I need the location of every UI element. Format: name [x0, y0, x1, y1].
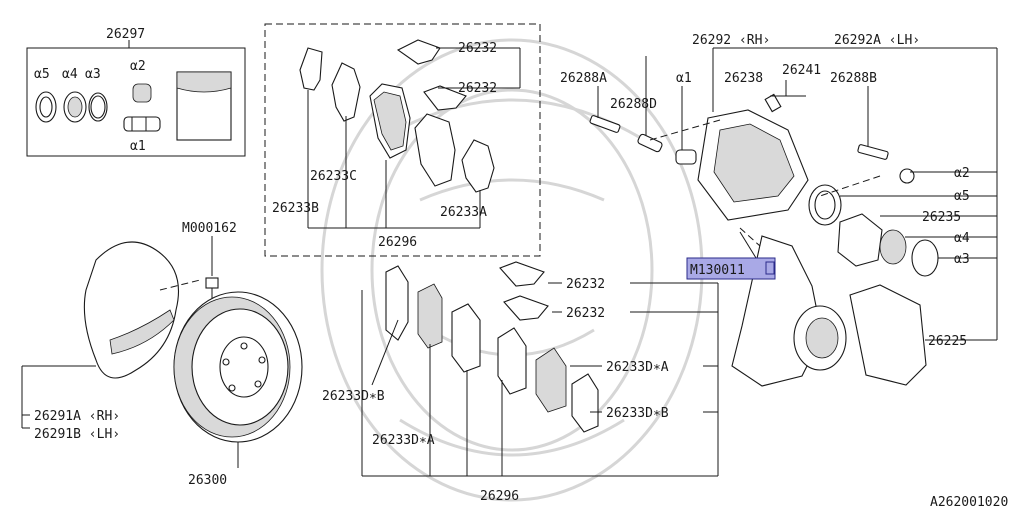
pin-26288d-icon — [637, 133, 663, 153]
label-pin-b: 26288B — [830, 71, 877, 86]
label-right-a4: α4 — [954, 231, 970, 246]
label-seal-kit: 26297 — [106, 27, 145, 42]
label-a1-kit: α1 — [130, 139, 146, 154]
clip-top-2-icon — [423, 85, 467, 111]
pad-da-mid-icon — [497, 327, 527, 395]
clip-bot-2-icon — [503, 295, 549, 321]
label-cap: 26241 — [782, 63, 821, 78]
pad-db-left-icon — [451, 303, 481, 373]
leader-lines — [21, 47, 998, 477]
label-bolt-m: M000162 — [182, 221, 237, 236]
sleeve-a1 — [123, 116, 161, 132]
label-piston: 26235 — [922, 210, 961, 225]
top-pads — [299, 39, 495, 193]
label-right-a3: α3 — [954, 252, 970, 267]
bleeder-icon — [764, 93, 782, 113]
label-caliper-rh: 26292 ‹RH› — [692, 33, 770, 48]
piston-icon — [837, 213, 883, 267]
pad-da-left-icon — [417, 283, 443, 349]
label-support: 26225 — [928, 334, 967, 349]
label-right-a5: α5 — [954, 189, 970, 204]
highlight-callout[interactable]: M130011 — [686, 257, 776, 280]
shim-c-icon — [331, 62, 361, 122]
pad-set-box — [264, 23, 541, 257]
pin-26288a-icon — [589, 115, 621, 133]
label-pad-set-bot: 26296 — [480, 489, 519, 504]
label-pad-da-right: 26233D∗A — [606, 360, 669, 375]
label-caliper-lh: 26292A ‹LH› — [834, 33, 920, 48]
label-a5: α5 — [34, 67, 50, 82]
highlight-label[interactable]: M130011 — [690, 263, 745, 278]
shim-db-right-icon — [571, 373, 599, 433]
caliper-assembly — [589, 93, 939, 387]
label-cover-rh: 26291A ‹RH› — [34, 409, 120, 424]
boot-a1-icon — [675, 149, 697, 165]
boot-a2 — [132, 83, 152, 103]
label-clip-bot-2: 26232 — [566, 306, 605, 321]
seal-a4-icon — [879, 229, 907, 265]
pin-26288b-icon — [857, 144, 889, 160]
label-bleeder: 26238 — [724, 71, 763, 86]
pad-top-2-icon — [414, 113, 456, 187]
label-pad-b: 26233B — [272, 201, 319, 216]
seal-kit-group — [26, 40, 246, 157]
support-26225-icon — [849, 284, 927, 386]
shim-db-left-icon — [385, 265, 409, 341]
cover-and-bolt — [83, 236, 219, 379]
label-rotor: 26300 — [188, 473, 227, 488]
drawing-id: A262001020 — [930, 495, 1008, 510]
label-pin-d: 26288D — [610, 97, 657, 112]
label-pad-db-left: 26233D∗B — [322, 389, 385, 404]
label-clip-bot-1: 26232 — [566, 277, 605, 292]
brake-rotor — [173, 291, 303, 443]
dust-cover-icon — [83, 241, 180, 379]
part-labels: 26297 α5 α4 α3 α2 α1 26232 26232 26233C … — [34, 27, 1008, 510]
label-pad-da-left: 26233D∗A — [372, 433, 435, 448]
label-cover-lh: 26291B ‹LH› — [34, 427, 120, 442]
highlight-box[interactable] — [686, 257, 776, 280]
label-pad-c: 26233C — [310, 169, 357, 184]
highlight-marker — [765, 261, 775, 275]
clip-bot-1-icon — [499, 261, 545, 287]
label-pad-set-top: 26296 — [378, 235, 417, 250]
label-clip-top-1: 26232 — [458, 41, 497, 56]
label-a4: α4 — [62, 67, 78, 82]
bolt-m000162-icon — [205, 277, 219, 289]
clip-top-1-icon — [396, 39, 441, 65]
bottom-pads — [385, 261, 599, 433]
shim-a-icon — [461, 139, 495, 193]
label-a3: α3 — [85, 67, 101, 82]
boot-a2-right-icon — [899, 168, 915, 184]
label-pad-a: 26233A — [440, 205, 487, 220]
label-right-a2: α2 — [954, 166, 970, 181]
label-pad-db-right: 26233D∗B — [606, 406, 669, 421]
ring-a3-icon — [911, 239, 939, 277]
label-clip-top-2: 26232 — [458, 81, 497, 96]
label-a2: α2 — [130, 59, 146, 74]
pad-da-right-icon — [535, 347, 567, 413]
shim-b-icon — [299, 47, 323, 91]
label-a1-right: α1 — [676, 71, 692, 86]
seal-kit-box — [26, 47, 246, 157]
label-pin-a: 26288A — [560, 71, 607, 86]
